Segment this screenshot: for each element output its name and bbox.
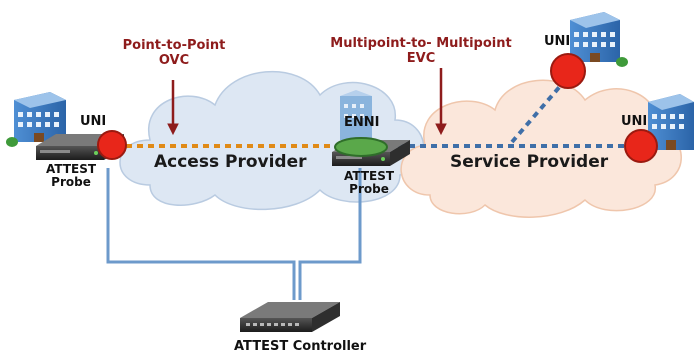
p2p-label-line1: Point-to-Point xyxy=(122,38,226,53)
controller-wires xyxy=(106,168,362,300)
uni-left-marker xyxy=(97,130,127,160)
controller-device-icon xyxy=(240,302,340,332)
probe-left-label: ATTEST Probe xyxy=(46,163,96,189)
p2p-label-line2: OVC xyxy=(158,53,190,68)
uni-left-label: UNI xyxy=(80,114,107,129)
enni-label: ENNI xyxy=(344,115,380,130)
probe-mid-label: ATTEST Probe xyxy=(344,170,394,196)
evc-link-branch xyxy=(510,82,564,144)
building-icon xyxy=(340,90,372,140)
arrow-down-icon xyxy=(435,68,447,136)
arrow-down-icon xyxy=(167,80,179,136)
access-provider-label: Access Provider xyxy=(154,152,307,172)
probe-left-label-line1: ATTEST xyxy=(46,162,97,176)
uni-top-right-marker xyxy=(550,53,586,89)
probe-left-label-line2: Probe xyxy=(51,175,91,189)
uni-right-label: UNI xyxy=(621,114,648,129)
enni-marker xyxy=(334,137,388,157)
probe-mid-label-line1: ATTEST xyxy=(344,169,395,183)
mp-label-line2: EVC xyxy=(406,51,436,66)
uni-top-right-label: UNI xyxy=(544,34,571,49)
p2p-label: Point-to-Point OVC xyxy=(112,38,236,68)
mp-label: Multipoint-to- Multipoint EVC xyxy=(316,36,526,66)
service-provider-label: Service Provider xyxy=(450,152,609,172)
building-icon xyxy=(648,94,694,150)
building-icon xyxy=(562,12,628,67)
uni-right-marker xyxy=(624,129,658,163)
controller-label: ATTEST Controller xyxy=(234,339,367,354)
mp-label-line1: Multipoint-to- Multipoint xyxy=(330,36,512,51)
probe-mid-label-line2: Probe xyxy=(349,182,389,196)
